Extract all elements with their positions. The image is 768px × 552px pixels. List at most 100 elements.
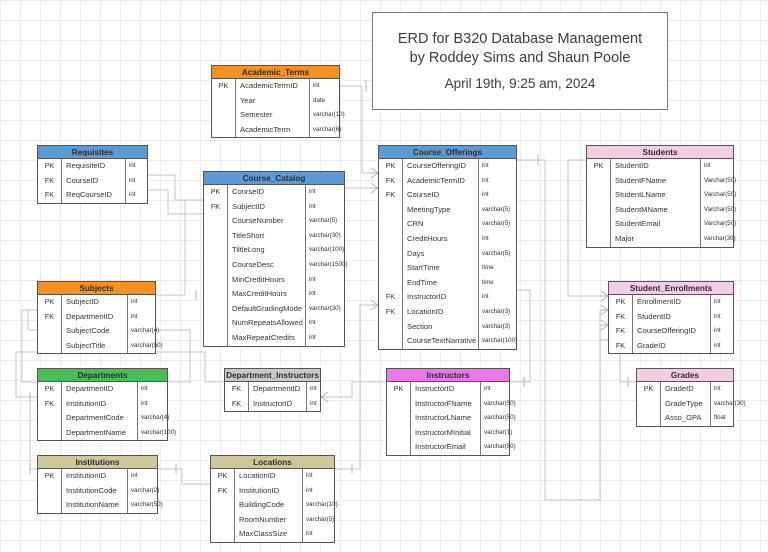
field-key-badge	[211, 527, 235, 542]
field-datatype: int	[306, 530, 313, 538]
field-datatype: int	[131, 312, 138, 320]
field-name: SubjectID	[228, 199, 306, 215]
field-name: DefaultGradingMode	[228, 301, 306, 317]
field-key-badge: PK	[387, 382, 411, 397]
field-datatype: varchar(1500)	[309, 260, 348, 268]
field-datatype: int	[714, 385, 721, 392]
field-name: SubjectCode	[62, 324, 128, 339]
field-key-badge	[379, 334, 403, 349]
field-key-badge: PK	[204, 185, 228, 200]
field-name: GradeID	[633, 338, 711, 354]
field-name: InstitutionID	[62, 396, 138, 412]
field-name: MaxRepeatCredits	[228, 330, 306, 346]
field-name: StartTime	[403, 261, 479, 276]
field-datatype: int	[484, 385, 491, 392]
field-name: TitleShort	[228, 228, 306, 244]
field-datatype: int	[141, 399, 148, 407]
field-name: CourseDesc	[228, 257, 306, 273]
field-key-badge	[204, 287, 228, 302]
field-datatype: varchar(5)	[482, 249, 511, 257]
title-line-2: by Roddey Sims and Shaun Poole	[409, 49, 631, 66]
field-datatype: varchar(100)	[482, 337, 518, 345]
field-key-badge: FK	[204, 199, 228, 215]
field-name: StudentMName	[611, 202, 701, 218]
field-datatype: int	[309, 275, 316, 283]
field-name: LocationID	[403, 304, 479, 320]
field-key-badge: FK	[379, 304, 403, 320]
entity-header-requisites: Requisites	[38, 146, 147, 159]
field-name: InstructorID	[403, 290, 479, 305]
field-datatype: varchar(5)	[482, 220, 511, 228]
field-datatype: float	[714, 414, 726, 422]
field-name: CreditHours	[403, 231, 479, 247]
field-name: DepartmentID	[62, 382, 138, 397]
field-key-badge	[211, 512, 235, 528]
field-datatype: time	[482, 264, 494, 272]
entity-header-departments: Departments	[38, 369, 167, 382]
field-datatype: int	[141, 385, 148, 392]
field-datatype: int	[482, 162, 489, 169]
field-key-badge	[387, 425, 411, 441]
field-key-badge	[204, 330, 228, 346]
field-name: NumRepeatsAllowed	[228, 316, 306, 331]
title-line-1: ERD for B320 Database Management	[397, 30, 643, 47]
field-name: EnrollmentID	[633, 295, 711, 310]
field-datatype: varchar(6)	[313, 125, 342, 133]
field-name: CRN	[403, 217, 479, 232]
field-key-badge	[212, 93, 236, 109]
field-datatype: int	[309, 333, 316, 341]
field-name: CourseID	[62, 173, 126, 189]
field-key-badge	[379, 246, 403, 262]
field-name: StudentID	[611, 159, 701, 174]
entity-header-instructors: Instructors	[387, 369, 509, 382]
field-name: StudentID	[633, 309, 711, 325]
field-key-badge: PK	[379, 159, 403, 174]
field-key-badge	[587, 202, 611, 218]
field-datatype: varchar(5)	[482, 205, 511, 213]
field-key-badge	[587, 217, 611, 232]
field-datatype: int	[306, 486, 313, 494]
field-datatype: varchar(4)	[141, 414, 170, 422]
field-key-badge	[379, 261, 403, 276]
field-datatype: int	[714, 312, 721, 320]
field-datatype: varchar(30)	[309, 231, 341, 239]
